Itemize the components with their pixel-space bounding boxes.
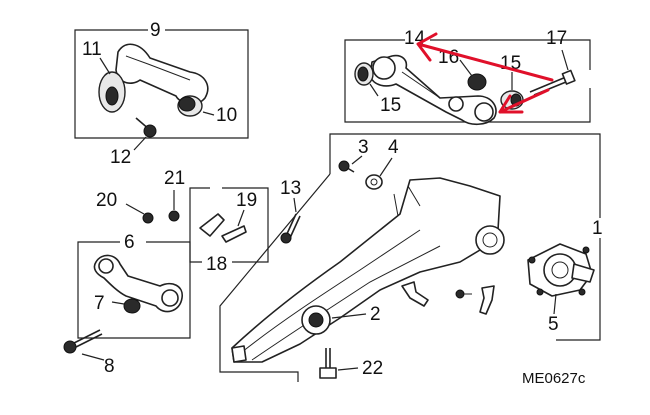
callout-21: 21 <box>164 168 185 189</box>
callout-10: 10 <box>216 105 237 126</box>
callout-9: 9 <box>150 20 161 41</box>
nut-4: 4 <box>365 137 399 190</box>
callout-6: 6 <box>124 232 135 253</box>
callout-18: 18 <box>206 254 227 275</box>
lower-arm-group: 6 7 <box>77 232 191 339</box>
callout-12: 12 <box>110 147 131 168</box>
annotation-arrows <box>416 32 554 114</box>
small-bracket-parts <box>401 281 495 315</box>
callout-8: 8 <box>104 356 115 377</box>
callout-2: 2 <box>370 304 381 325</box>
callout-17: 17 <box>546 28 567 49</box>
nut-20: 20 <box>96 190 154 224</box>
bolt-13: 13 <box>280 178 301 244</box>
trailing-arm: 1 2 <box>219 133 603 382</box>
bolt-22: 22 <box>319 348 383 379</box>
diagram-code: ME0627c <box>522 370 586 387</box>
callout-19: 19 <box>236 190 257 211</box>
upper-link-group: 14 15 16 15 <box>344 28 591 126</box>
callout-4: 4 <box>388 137 399 158</box>
wheel-hub-5: 5 <box>527 243 595 335</box>
callout-20: 20 <box>96 190 117 211</box>
bolt-12: 12 <box>110 117 157 168</box>
callout-13: 13 <box>280 178 301 199</box>
bolt-3: 3 <box>338 137 369 173</box>
red-arrow-to-part-15-bushing <box>498 88 550 114</box>
callout-7: 7 <box>94 293 105 314</box>
bracket-group: 19 18 <box>189 187 269 275</box>
callout-3: 3 <box>358 137 369 158</box>
callout-22: 22 <box>362 358 383 379</box>
callout-1: 1 <box>592 218 603 239</box>
callout-11: 11 <box>82 39 102 60</box>
callout-15-left: 15 <box>380 95 401 116</box>
bushing-7 <box>123 298 141 314</box>
upper-arm-group: 9 11 10 <box>74 20 249 139</box>
callout-5: 5 <box>548 314 559 335</box>
bolt-17: 17 <box>529 28 576 96</box>
red-arrow-to-part-14 <box>416 32 554 82</box>
bolt-8: 8 <box>63 329 115 377</box>
nut-21: 21 <box>164 168 185 222</box>
bushing-16 <box>467 73 487 91</box>
